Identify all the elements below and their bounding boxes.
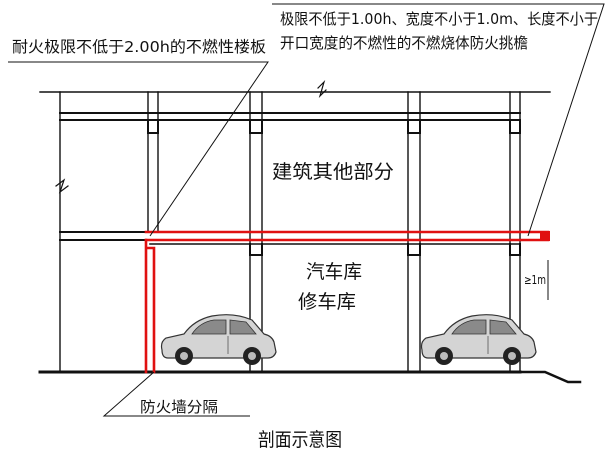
beam-mid-4 (509, 243, 521, 256)
car-hub-rear (248, 352, 256, 360)
car-right (420, 314, 537, 365)
garage-label-1: 汽车库 (306, 261, 362, 283)
floor-callout-text: 耐火极限不低于2.00h的不燃性楼板 (12, 38, 266, 56)
firewall-callout-leader (102, 371, 250, 417)
ground-ramp (518, 370, 582, 384)
beam-upper-3 (407, 119, 421, 134)
car-hub-rear (508, 352, 516, 360)
upper-room-label: 建筑其他部分 (272, 161, 394, 183)
car-window (191, 319, 257, 335)
eave-callout-line2: 开口宽度的不燃性的不燃烧体防火挑檐 (280, 34, 528, 52)
leader-lines (8, 3, 605, 417)
beam-upper-4 (509, 119, 521, 134)
eave-callout-leader (272, 3, 605, 237)
eave-dimension (519, 260, 549, 300)
beam-mid-3 (407, 243, 421, 256)
eave-width-label: ≥1m (524, 273, 546, 287)
eave-callout-line1: 极限不低于1.00h、宽度不小于1.0m、长度不小于 (280, 10, 598, 28)
diagram-caption: 剖面示意图 (258, 429, 342, 451)
fire-floor-slab (144, 230, 550, 242)
garage-label-2: 修车库 (298, 291, 356, 313)
break-mark-roof (317, 79, 327, 99)
car-window (451, 319, 517, 335)
beam-upper-2 (249, 119, 263, 134)
floor-callout-leader (8, 61, 269, 237)
beam-upper-1 (147, 119, 159, 134)
break-mark-left (55, 178, 69, 194)
car-left (160, 314, 277, 365)
car-hub-front (440, 352, 448, 360)
beam-mid-2 (249, 243, 263, 256)
fire-eave-tip (540, 231, 550, 241)
firewall-callout-text: 防火墙分隔 (140, 398, 218, 416)
fire-elements (144, 230, 550, 374)
car-hub-front (180, 352, 188, 360)
fire-wall (144, 238, 156, 374)
